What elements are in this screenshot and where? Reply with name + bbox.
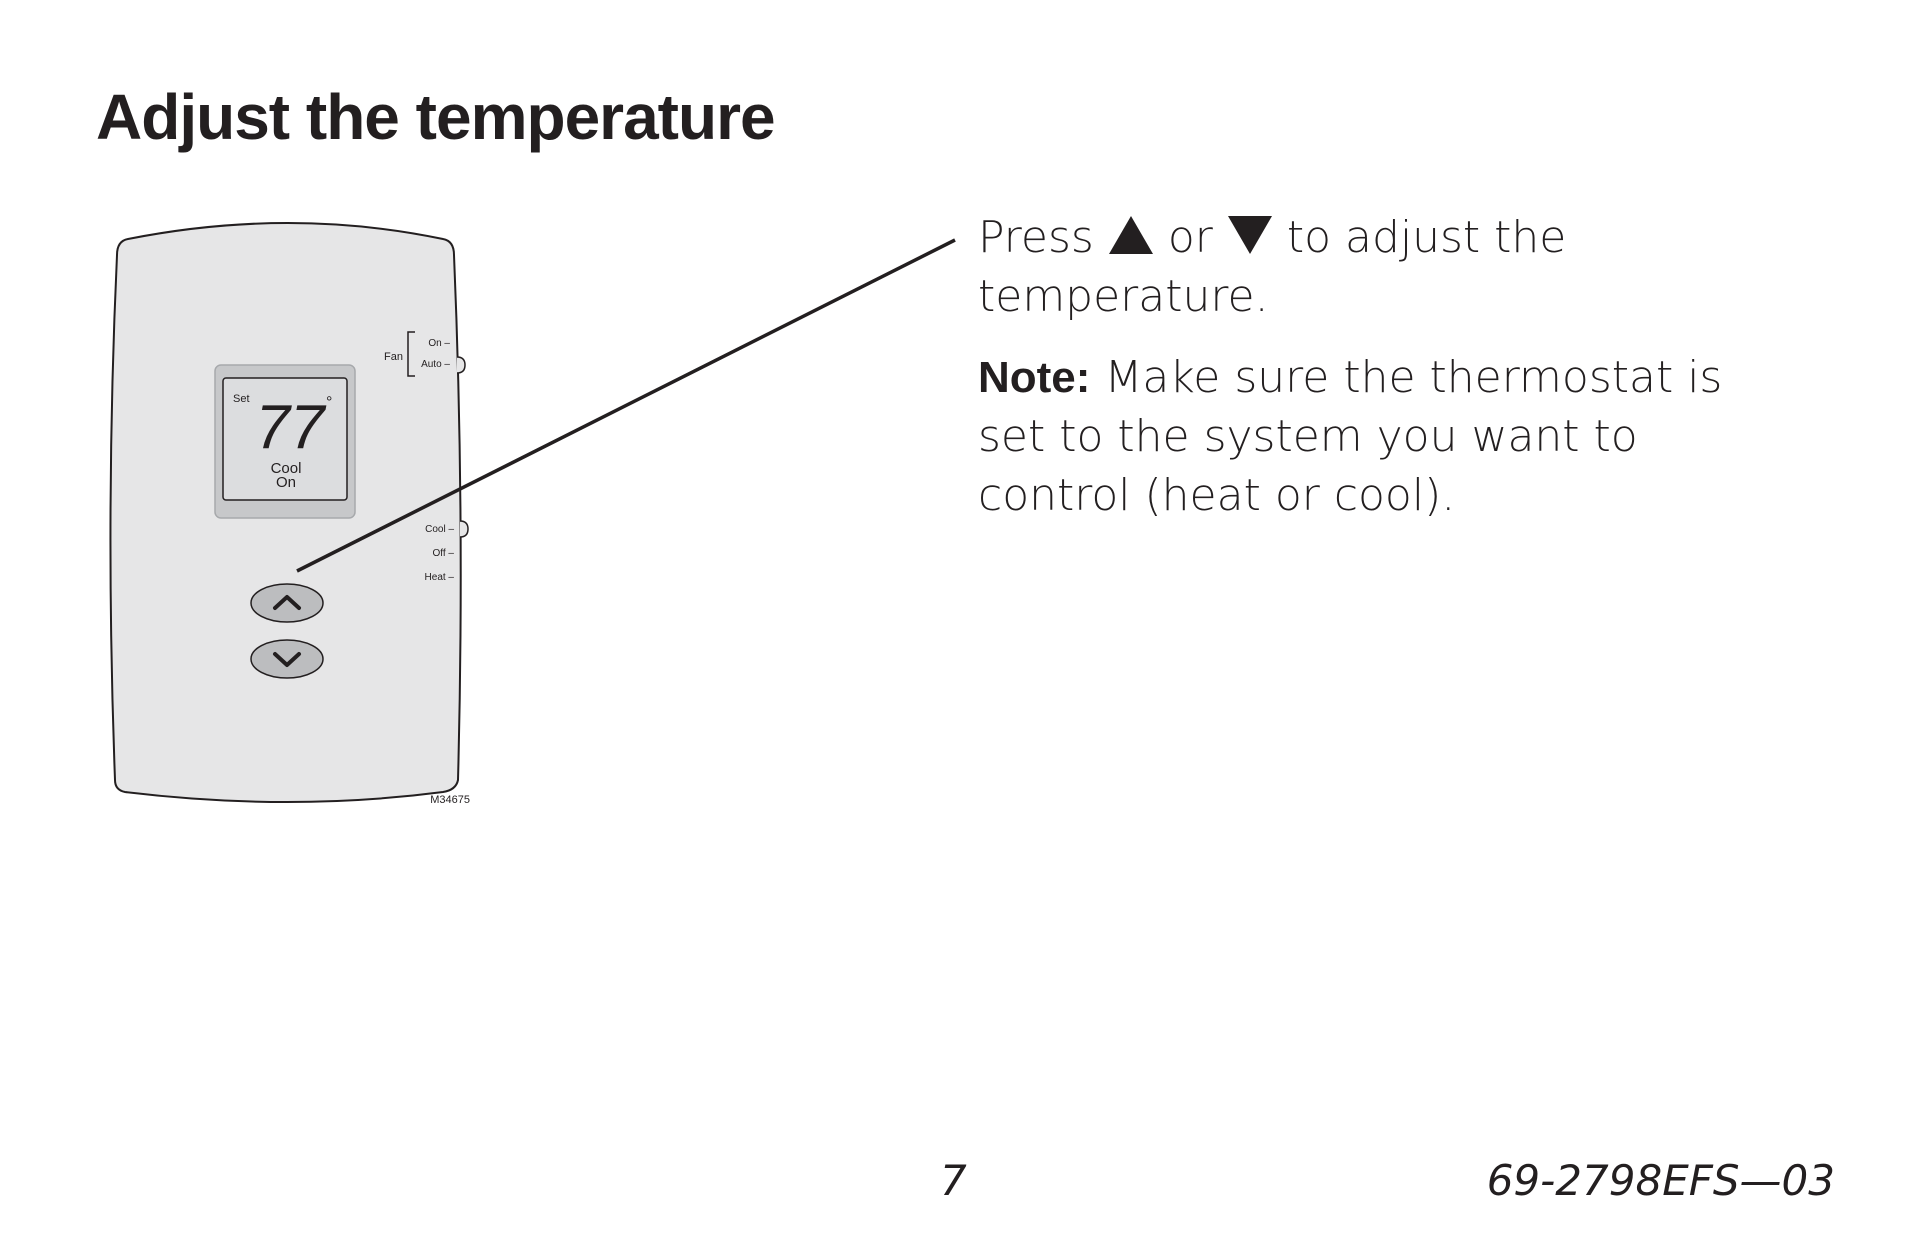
page-number: 7 <box>940 1156 967 1205</box>
or-text: or <box>1167 212 1213 263</box>
instructions: Press or to adjust the temperature. Note… <box>978 208 1738 547</box>
chevron-up-icon <box>273 595 301 610</box>
fan-bracket <box>407 331 415 377</box>
system-switch-knob <box>459 520 469 538</box>
triangle-down-icon <box>1227 216 1272 254</box>
system-off-label: Off – <box>433 548 455 559</box>
display-temperature: 77 <box>256 393 327 462</box>
display-degree: ° <box>326 394 332 411</box>
page-title: Adjust the temperature <box>96 81 776 153</box>
temperature-up-button[interactable] <box>250 583 324 623</box>
thermostat-figure: Fan On – Auto – Set 77 ° Cool On Cool – … <box>100 215 960 830</box>
display-screen <box>222 377 348 501</box>
note-label: Note: <box>978 353 1091 402</box>
figure-id: M34675 <box>430 794 470 806</box>
display-mode: Cool <box>271 460 302 477</box>
display-status: On <box>276 474 296 491</box>
press-instruction: Press or to adjust the temperature. <box>978 208 1738 326</box>
document-number: 69-2798EFS—03 <box>1486 1156 1835 1205</box>
fan-on-label: On – <box>428 338 450 349</box>
fan-auto-label: Auto – <box>421 359 450 370</box>
note-text: Make sure the thermostat is set to the s… <box>978 352 1723 521</box>
note: Note: Make sure the thermostat is set to… <box>978 348 1738 525</box>
system-heat-label: Heat – <box>425 572 455 583</box>
display-set-label: Set <box>233 393 250 405</box>
triangle-up-icon <box>1108 216 1153 254</box>
fan-switch-knob <box>456 356 466 374</box>
fan-label: Fan <box>384 351 403 363</box>
system-cool-label: Cool – <box>425 524 454 535</box>
callout-line <box>296 238 956 573</box>
chevron-down-icon <box>273 652 301 667</box>
temperature-down-button[interactable] <box>250 639 324 679</box>
press-text: Press <box>978 212 1094 263</box>
thermostat-illustration: Fan On – Auto – Set 77 ° Cool On Cool – … <box>109 222 956 806</box>
action-text: to adjust the temperature. <box>978 212 1567 322</box>
